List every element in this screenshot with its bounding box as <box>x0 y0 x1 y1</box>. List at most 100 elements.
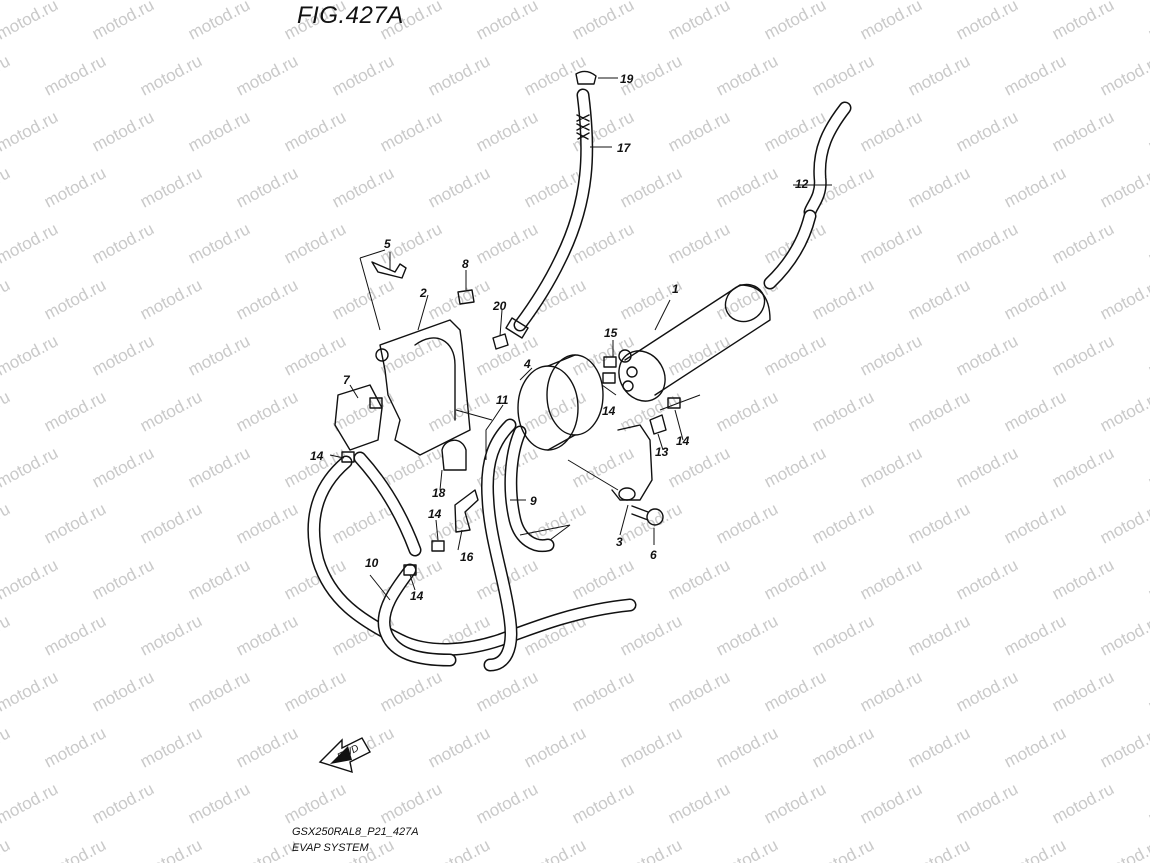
callout-17: 17 <box>617 141 632 155</box>
watermark-text: motod.ru <box>713 51 781 99</box>
watermark-text: motod.ru <box>1001 723 1069 771</box>
watermark-text: motod.ru <box>1049 0 1117 44</box>
watermark-text: motod.ru <box>905 275 973 323</box>
callout-8: 8 <box>462 257 469 271</box>
watermark-text: motod.ru <box>137 275 205 323</box>
watermark-text: motod.ru <box>233 163 301 211</box>
watermark-text: motod.ru <box>1049 219 1117 267</box>
watermark-text: motod.ru <box>329 499 397 547</box>
callout-16: 16 <box>460 550 474 564</box>
watermark-text: motod.ru <box>0 51 13 99</box>
watermark-text: motod.ru <box>905 387 973 435</box>
clip-20 <box>492 333 509 350</box>
watermark-text: motod.ru <box>1145 219 1150 267</box>
watermark-text: motod.ru <box>665 331 733 379</box>
watermark-text: motod.ru <box>569 779 637 827</box>
watermark-text: motod.ru <box>137 611 205 659</box>
watermark-text: motod.ru <box>761 667 829 715</box>
callout-19: 19 <box>620 72 634 86</box>
watermark-text: motod.ru <box>0 275 13 323</box>
watermark-text: motod.ru <box>761 0 829 44</box>
watermark-text: motod.ru <box>1049 331 1117 379</box>
watermark-text: motod.ru <box>137 387 205 435</box>
watermark-text: motod.ru <box>1145 779 1150 827</box>
watermark-text: motod.ru <box>905 723 973 771</box>
watermark-text: motod.ru <box>0 387 13 435</box>
watermark-text: motod.ru <box>1145 667 1150 715</box>
watermark-text: motod.ru <box>665 443 733 491</box>
hose-12 <box>763 101 852 290</box>
watermark-text: motod.ru <box>761 555 829 603</box>
watermark-text: motod.ru <box>665 0 733 44</box>
watermark-text: motod.ru <box>521 387 589 435</box>
watermark-text: motod.ru <box>617 611 685 659</box>
watermark-text: motod.ru <box>953 107 1021 155</box>
bracket-ring <box>517 354 604 451</box>
watermark-text: motod.ru <box>89 667 157 715</box>
watermark-text: motod.ru <box>425 163 493 211</box>
watermark-text: motod.ru <box>761 443 829 491</box>
watermark-text: motod.ru <box>713 835 781 863</box>
watermark-text: motod.ru <box>665 779 733 827</box>
watermark-text: motod.ru <box>425 387 493 435</box>
watermark-text: motod.ru <box>1145 331 1150 379</box>
watermark-text: motod.ru <box>713 387 781 435</box>
watermark-text: motod.ru <box>857 667 925 715</box>
watermark-text: motod.ru <box>473 107 541 155</box>
watermark-text: motod.ru <box>233 611 301 659</box>
watermark-text: motod.ru <box>1097 499 1150 547</box>
watermark-text: motod.ru <box>1001 51 1069 99</box>
watermark-text: motod.ru <box>1145 107 1150 155</box>
watermark-text: motod.ru <box>1145 0 1150 44</box>
watermark-text: motod.ru <box>0 611 13 659</box>
hose-10 <box>307 455 637 667</box>
watermark-text: motod.ru <box>521 723 589 771</box>
callout-13: 13 <box>655 445 669 459</box>
watermark-text: motod.ru <box>89 0 157 44</box>
watermark-text: motod.ru <box>1001 499 1069 547</box>
callout-6: 6 <box>650 548 657 562</box>
callout-14-valve: 14 <box>310 449 324 463</box>
watermark-text: motod.ru <box>713 499 781 547</box>
watermark-text: motod.ru <box>41 835 109 863</box>
hose-17 <box>505 88 594 339</box>
bolt-6 <box>631 505 664 526</box>
watermark-text: motod.ru <box>41 163 109 211</box>
hose-16 <box>353 451 422 557</box>
watermark-text: motod.ru <box>137 51 205 99</box>
watermark-text: motod.ru <box>281 219 349 267</box>
watermark-text: motod.ru <box>473 331 541 379</box>
watermark-text: motod.ru <box>1049 555 1117 603</box>
figure-code: GSX250RAL8_P21_427A <box>292 826 419 838</box>
watermark-text: motod.ru <box>713 163 781 211</box>
figure-title: FIG.427A <box>297 2 404 29</box>
watermark-text: motod.ru <box>185 0 253 44</box>
watermark-text: motod.ru <box>0 443 61 491</box>
watermark-text: motod.ru <box>0 0 61 44</box>
watermark-text: motod.ru <box>1001 835 1069 863</box>
watermark-text: motod.ru <box>185 331 253 379</box>
watermark-text: motod.ru <box>857 107 925 155</box>
watermark-text: motod.ru <box>329 275 397 323</box>
watermark-text: motod.ru <box>41 275 109 323</box>
watermark-text: motod.ru <box>41 387 109 435</box>
watermark-text: motod.ru <box>185 443 253 491</box>
watermark-text: motod.ru <box>905 611 973 659</box>
watermark-text: motod.ru <box>1145 443 1150 491</box>
callout-20: 20 <box>492 299 507 313</box>
watermark-text: motod.ru <box>857 219 925 267</box>
watermark-text: motod.ru <box>809 611 877 659</box>
watermark-text: motod.ru <box>1049 667 1117 715</box>
watermark-text: motod.ru <box>377 667 445 715</box>
cap-19 <box>575 70 597 85</box>
watermark-text: motod.ru <box>953 443 1021 491</box>
watermark-text: motod.ru <box>185 107 253 155</box>
watermark-text: motod.ru <box>137 835 205 863</box>
watermark-text: motod.ru <box>473 779 541 827</box>
watermark-text: motod.ru <box>665 219 733 267</box>
watermark-text: motod.ru <box>0 499 13 547</box>
callout-9: 9 <box>530 494 537 508</box>
watermark-text: motod.ru <box>425 723 493 771</box>
watermark-text: motod.ru <box>137 723 205 771</box>
watermark-text: motod.ru <box>41 611 109 659</box>
